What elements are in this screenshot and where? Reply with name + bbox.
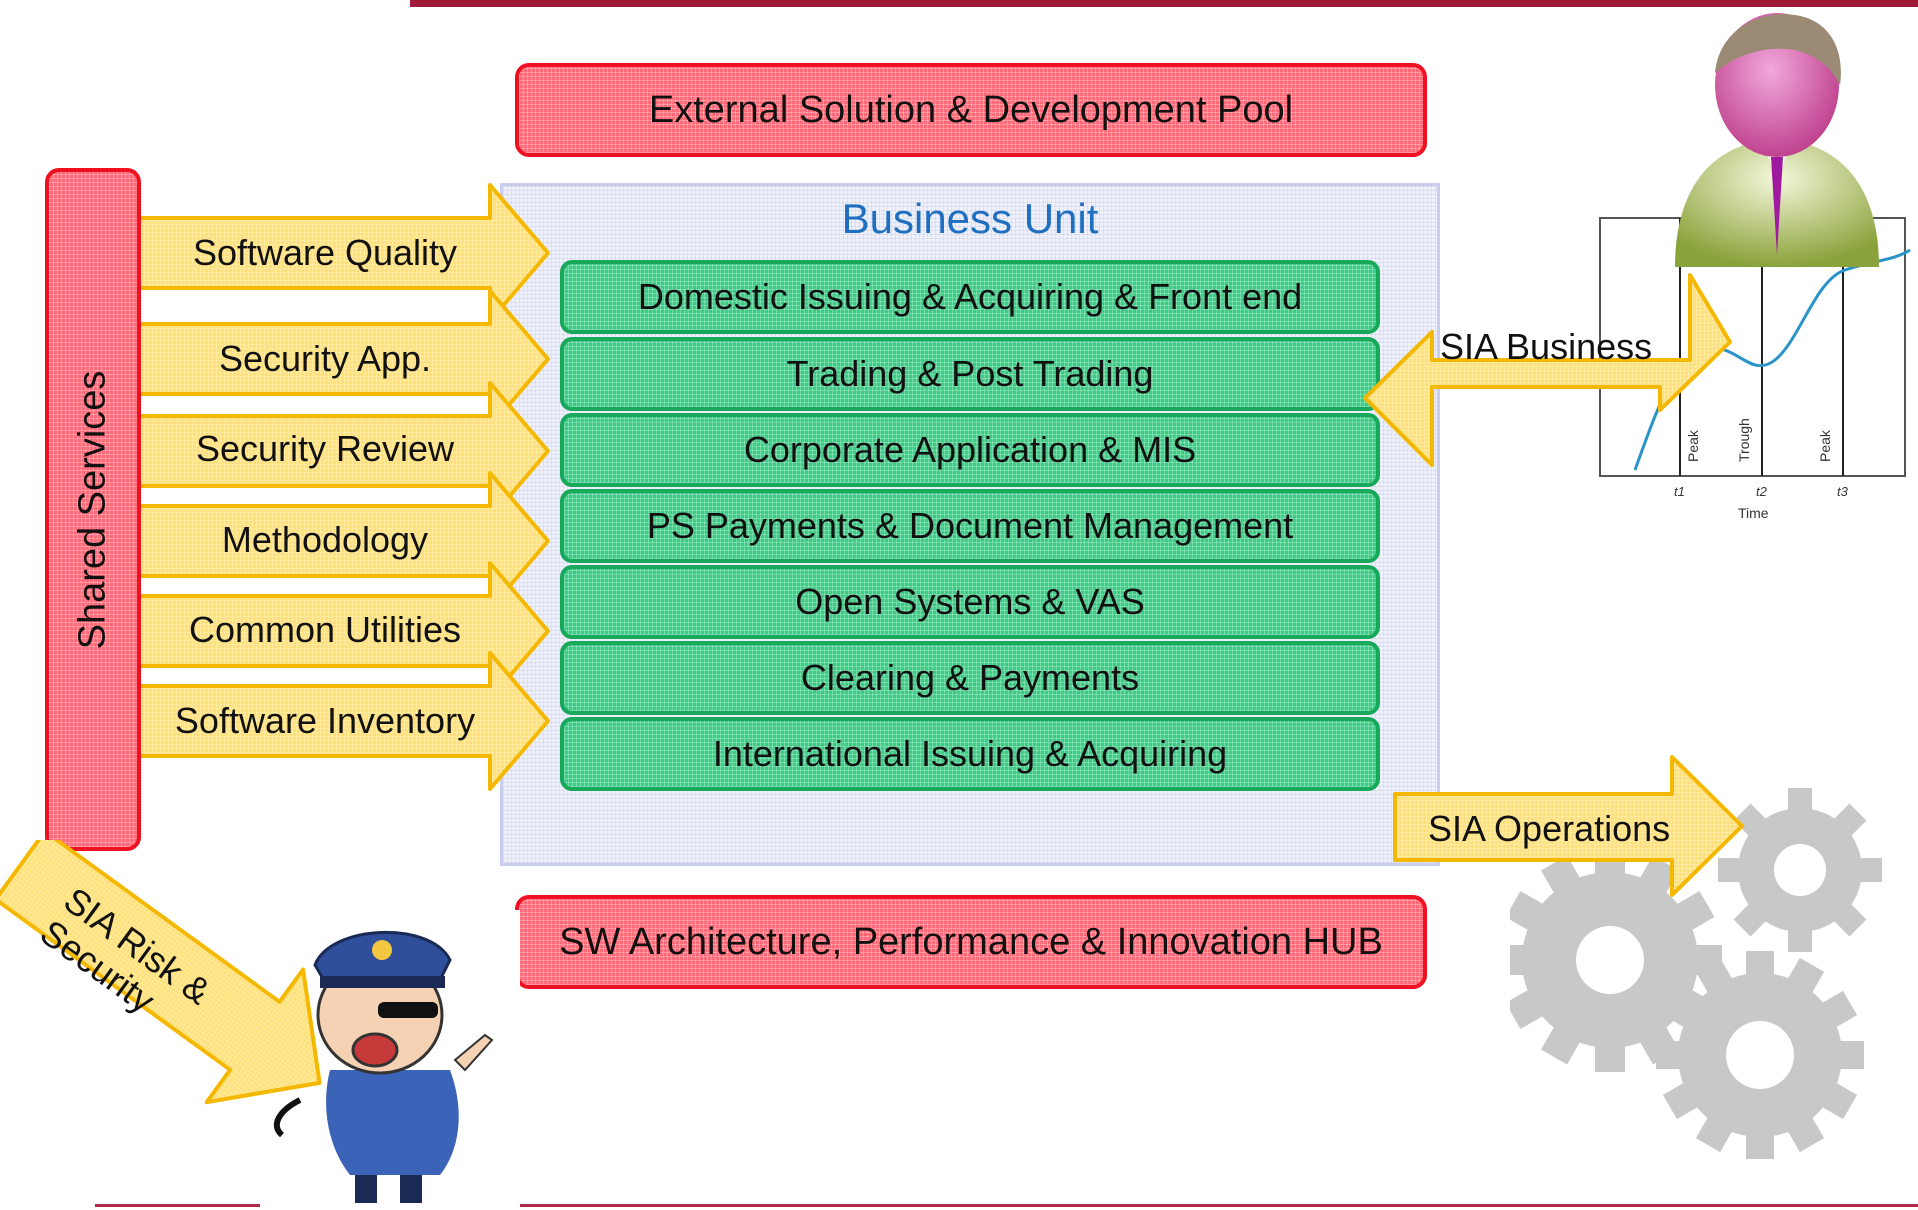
tick-t2: t2 [1756,484,1768,499]
shared-item-label: Security Review [195,428,455,469]
external-pool-box: External Solution & Development Pool [515,63,1427,157]
shared-services-bar [45,168,141,851]
tick-trough: Trough [1736,418,1752,462]
sia-operations-arrow [1393,755,1744,897]
bu-item-label: Trading & Post Trading [786,353,1154,394]
bu-item-trading: Trading & Post Trading [560,337,1380,411]
shared-services-label: Shared Services [71,370,114,650]
tick-peak-1: Peak [1685,429,1701,462]
bu-item-label: Clearing & Payments [800,657,1140,698]
bu-item-label: Domestic Issuing & Acquiring & Front end [637,276,1303,317]
hub-label: SW Architecture, Performance & Innovatio… [559,920,1383,963]
sia-risk-arrow [0,840,322,1105]
bottom-rule [95,1204,1918,1207]
sia-business-label: SIA Business [1440,326,1653,367]
arrow-security-app [123,289,550,429]
bu-item-label: PS Payments & Document Management [646,505,1294,546]
arrow-common-utilities [123,561,550,701]
bu-item-label: Open Systems & VAS [795,581,1145,622]
tick-t1: t1 [1674,484,1685,499]
shared-item-label: Software Inventory [174,700,476,741]
bu-item-label: Corporate Application & MIS [743,429,1197,470]
arrow-software-inventory [123,651,550,791]
shared-item-label: Security App. [218,338,432,379]
bu-item-corporate: Corporate Application & MIS [560,413,1380,487]
shared-item-label: Software Quality [192,232,458,273]
arrow-security-review [123,381,550,521]
business-unit-title: Business Unit [841,195,1099,242]
person-icon [1675,13,1879,267]
bu-item-open-systems: Open Systems & VAS [560,565,1380,639]
axis-time: Time [1738,505,1769,521]
top-rule [410,0,1918,7]
shared-item-label: Methodology [221,519,429,560]
shared-item-label: Common Utilities [188,609,462,650]
tick-peak-2: Peak [1817,429,1833,462]
bu-item-clearing: Clearing & Payments [560,641,1380,715]
bu-item-international: International Issuing & Acquiring [560,717,1380,791]
bu-item-ps-payments: PS Payments & Document Management [560,489,1380,563]
arrow-methodology [123,471,550,611]
bu-item-label: International Issuing & Acquiring [712,733,1228,774]
bu-item-domestic: Domestic Issuing & Acquiring & Front end [560,260,1380,334]
sia-business-arrow [1363,273,1732,467]
tick-t3: t3 [1837,484,1849,499]
gears-icon [1510,788,1882,1159]
external-pool-label: External Solution & Development Pool [648,88,1294,131]
arrow-software-quality [123,183,550,323]
sia-operations-label: SIA Operations [1428,808,1671,849]
hub-box: SW Architecture, Performance & Innovatio… [515,895,1427,989]
